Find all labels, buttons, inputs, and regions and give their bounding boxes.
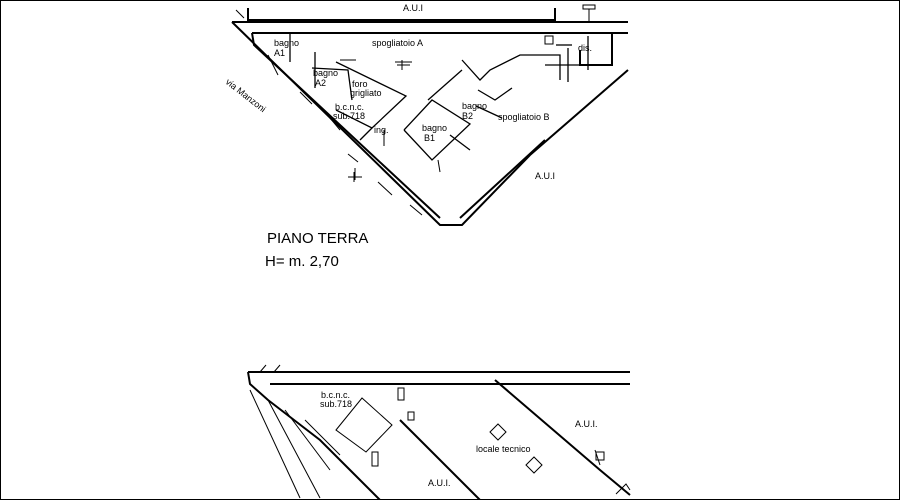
ground-floor-interior-walls: [289, 33, 589, 161]
label-bcnc-lower: b.c.n.c.: [321, 390, 350, 400]
lower-floor-walls: [247, 371, 631, 500]
label-bagno-a1: bagno: [274, 38, 299, 48]
ground-floor-plan: A.U.I bagno A1 spogliatoio A dis. bagno …: [224, 3, 629, 270]
label-aui-lower-right: A.U.I.: [575, 419, 598, 429]
label-bcnc-lower-sub: sub.718: [320, 399, 352, 409]
label-spogliatoio-a: spogliatoio A: [372, 38, 423, 48]
ground-floor-details: [235, 4, 596, 216]
label-aui-lower-bottom: A.U.I.: [428, 478, 451, 488]
label-aui-right: A.U.I: [535, 171, 555, 181]
lower-floor-details: [249, 364, 631, 499]
ground-floor-walls: [231, 8, 629, 226]
label-dis: dis.: [578, 43, 592, 53]
label-ing: ing.: [374, 125, 389, 135]
label-locale-tecnico: locale tecnico: [476, 444, 531, 454]
label-spogliatoio-b: spogliatoio B: [498, 112, 550, 122]
label-bcnc-sub: sub.718: [333, 111, 365, 121]
label-bagno-b2-code: B2: [462, 111, 473, 121]
label-bagno-b2: bagno: [462, 101, 487, 111]
label-via-manzoni: via Manzoni: [224, 77, 268, 114]
label-grigliato: grigliato: [350, 88, 382, 98]
label-bcnc: b.c.n.c.: [335, 102, 364, 112]
label-bagno-b1-code: B1: [424, 133, 435, 143]
lower-floor-plan: b.c.n.c. sub.718 A.U.I. locale tecnico A…: [247, 364, 631, 500]
label-bagno-a1-code: A1: [274, 48, 285, 58]
label-bagno-b1: bagno: [422, 123, 447, 133]
floor-height: H= m. 2,70: [265, 253, 339, 270]
label-bagno-a2: bagno: [313, 68, 338, 78]
floor-title: PIANO TERRA: [267, 230, 368, 247]
label-bagno-a2-code: A2: [315, 78, 326, 88]
label-foro: foro: [352, 79, 368, 89]
label-aui-top: A.U.I: [403, 3, 423, 13]
